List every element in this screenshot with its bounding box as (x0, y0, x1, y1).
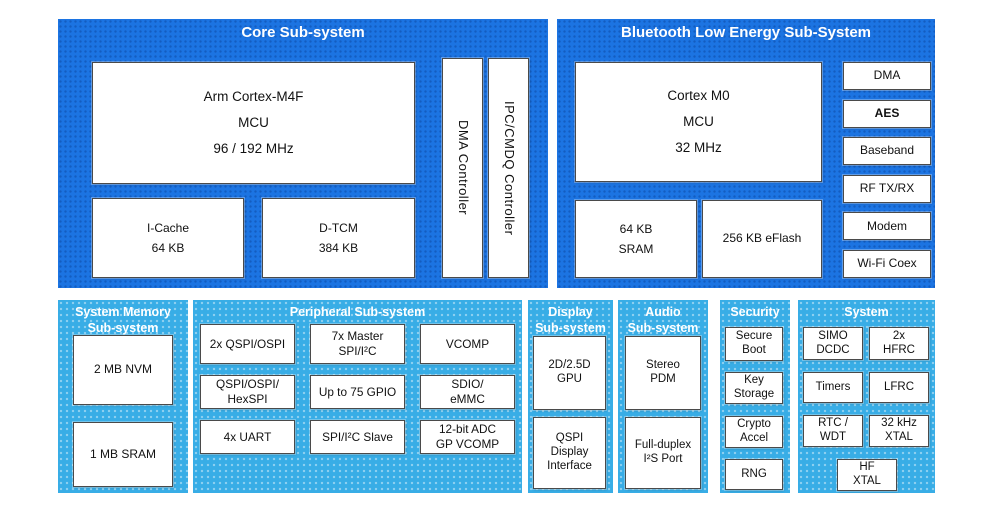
block-hf-xtal: HF XTAL (837, 459, 897, 491)
block-hfrc: 2x HFRC (869, 327, 929, 360)
block-i2s-port: Full-duplex I²S Port (625, 417, 701, 489)
block-lfrc: LFRC (869, 372, 929, 403)
system-title: System (844, 305, 889, 319)
block-dtcm: D-TCM 384 KB (262, 198, 415, 278)
block-sram: 1 MB SRAM (73, 422, 173, 487)
block-qspi-display-interface: QSPI Display Interface (533, 417, 606, 489)
core-subsystem-title: Core Sub-system (241, 24, 365, 41)
ble-subsystem-title: Bluetooth Low Energy Sub-System (620, 24, 872, 41)
display-title: Display Sub-system (535, 305, 606, 336)
peripheral-grid: 2x QSPI/OSPI 7x Master SPI/I²C VCOMP QSP… (200, 324, 515, 454)
block-stereo-pdm: Stereo PDM (625, 336, 701, 410)
block-cortex-m0-mcu: Cortex M0 MCU 32 MHz (575, 62, 822, 182)
block-secure-boot: Secure Boot (725, 327, 783, 361)
system-panel: System SIMO DCDC 2x HFRC Timers LFRC RTC… (798, 300, 935, 493)
system-memory-title: System Memory Sub-system (75, 305, 171, 336)
system-memory-subsystem-panel: System Memory Sub-system 2 MB NVM 1 MB S… (58, 300, 188, 493)
block-simo-dcdc: SIMO DCDC (803, 327, 863, 360)
block-ble-sram: 64 KB SRAM (575, 200, 697, 278)
block-qspi-ospi: 2x QSPI/OSPI (200, 324, 295, 364)
block-ble-eflash: 256 KB eFlash (702, 200, 822, 278)
peripheral-title: Peripheral Sub-system (289, 305, 426, 319)
block-sdio-emmc: SDIO/ eMMC (420, 375, 515, 409)
system-grid: SIMO DCDC 2x HFRC Timers LFRC RTC / WDT … (803, 327, 929, 447)
peripheral-subsystem-panel: Peripheral Sub-system 2x QSPI/OSPI 7x Ma… (193, 300, 522, 493)
block-ble-wifi-coex: Wi-Fi Coex (843, 249, 931, 278)
block-qspi-ospi-hexspi: QSPI/OSPI/ HexSPI (200, 375, 295, 409)
block-adc-gp-vcomp: 12-bit ADC GP VCOMP (420, 420, 515, 454)
display-subsystem-panel: Display Sub-system 2D/2.5D GPU QSPI Disp… (528, 300, 613, 493)
security-panel: Security Secure Boot Key Storage Crypto … (720, 300, 790, 493)
ble-radio-block-column: DMA AES Baseband RF TX/RX Modem Wi-Fi Co… (843, 62, 931, 278)
block-32khz-xtal: 32 kHz XTAL (869, 415, 929, 447)
block-timers: Timers (803, 372, 863, 403)
block-key-storage: Key Storage (725, 372, 783, 404)
audio-title: Audio Sub-system (627, 305, 699, 336)
block-ble-aes: AES (843, 99, 931, 128)
block-vcomp: VCOMP (420, 324, 515, 364)
block-ble-modem: Modem (843, 212, 931, 241)
core-subsystem-panel: Core Sub-system Arm Cortex-M4F MCU 96 / … (58, 19, 548, 288)
block-spi-i2c-slave: SPI/I²C Slave (310, 420, 405, 454)
block-master-spi-i2c: 7x Master SPI/I²C (310, 324, 405, 364)
block-uart: 4x UART (200, 420, 295, 454)
block-gpio: Up to 75 GPIO (310, 375, 405, 409)
audio-subsystem-panel: Audio Sub-system Stereo PDM Full-duplex … (618, 300, 708, 493)
ble-subsystem-panel: Bluetooth Low Energy Sub-System Cortex M… (557, 19, 935, 288)
block-crypto-accel: Crypto Accel (725, 416, 783, 448)
block-rtc-wdt: RTC / WDT (803, 415, 863, 447)
block-ble-rf-tx-rx: RF TX/RX (843, 174, 931, 203)
block-rng: RNG (725, 459, 783, 490)
block-icache: I-Cache 64 KB (92, 198, 244, 278)
block-gpu: 2D/2.5D GPU (533, 336, 606, 410)
block-ble-dma: DMA (843, 62, 931, 90)
block-arm-cortex-m4f-mcu: Arm Cortex-M4F MCU 96 / 192 MHz (92, 62, 415, 184)
security-title: Security (730, 305, 780, 319)
block-ble-baseband: Baseband (843, 137, 931, 166)
block-dma-controller: DMA Controller (442, 58, 483, 278)
block-ipc-cmdq-controller: IPC/CMDQ Controller (488, 58, 529, 278)
block-nvm: 2 MB NVM (73, 335, 173, 405)
